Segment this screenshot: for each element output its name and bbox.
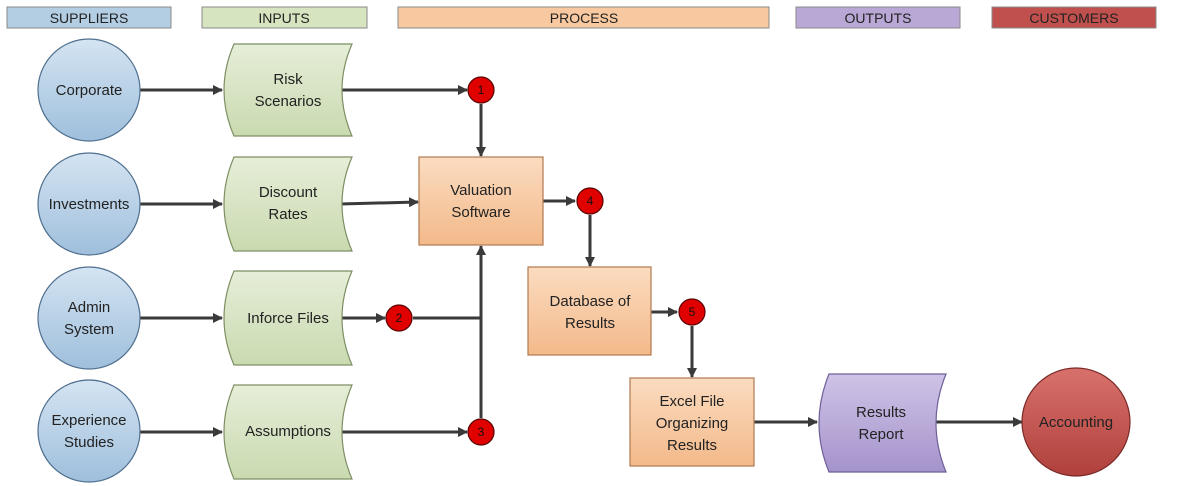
- badge-5-label: 5: [689, 305, 696, 319]
- process-excel-line2: Organizing: [656, 415, 729, 432]
- process-valuation-line1: Valuation: [450, 182, 511, 199]
- input-risk-line1: Risk: [273, 71, 303, 88]
- supplier-corporate: Corporate: [37, 38, 141, 142]
- process-valuation-line2: Software: [451, 204, 510, 221]
- header-process: PROCESS: [397, 6, 770, 29]
- connectors: [140, 85, 1023, 437]
- supplier-admin-line2: System: [64, 321, 114, 338]
- input-risk-line2: Scenarios: [255, 93, 322, 110]
- supplier-experience-line1: Experience: [51, 412, 126, 429]
- input-discount-line1: Discount: [259, 184, 318, 201]
- process-excel-file: Excel File Organizing Results: [629, 377, 755, 467]
- process-excel-line3: Results: [667, 437, 717, 454]
- badge-4-label: 4: [587, 194, 594, 208]
- supplier-corporate-label: Corporate: [56, 82, 123, 99]
- badge-2: 2: [385, 304, 413, 332]
- header-customers: CUSTOMERS: [991, 6, 1157, 29]
- customer-accounting: Accounting: [1021, 367, 1131, 477]
- process-excel-line1: Excel File: [659, 393, 724, 410]
- output-report-line1: Results: [856, 404, 906, 421]
- header-outputs-label: OUTPUTS: [845, 10, 912, 26]
- input-risk-scenarios: Risk Scenarios: [223, 43, 353, 137]
- process-database-line2: Results: [565, 315, 615, 332]
- header-inputs-label: INPUTS: [258, 10, 309, 26]
- customer-accounting-label: Accounting: [1039, 414, 1113, 431]
- process-valuation-software: Valuation Software: [418, 156, 544, 246]
- header-process-label: PROCESS: [550, 10, 618, 26]
- process-database-line1: Database of: [550, 293, 632, 310]
- header-suppliers: SUPPLIERS: [6, 6, 172, 29]
- badge-4: 4: [576, 187, 604, 215]
- arrow-discount-valuation: [339, 197, 419, 208]
- header-outputs: OUTPUTS: [795, 6, 961, 29]
- header-customers-label: CUSTOMERS: [1029, 10, 1118, 26]
- supplier-investments: Investments: [37, 152, 141, 256]
- input-discount-line2: Rates: [268, 206, 307, 223]
- output-results-report: Results Report: [818, 373, 947, 473]
- badge-1-label: 1: [478, 83, 485, 97]
- input-inforce-files: Inforce Files: [223, 270, 353, 366]
- input-assumptions: Assumptions: [223, 384, 353, 480]
- supplier-admin-line1: Admin: [68, 299, 111, 316]
- supplier-experience-studies: Experience Studies: [37, 379, 141, 483]
- input-inforce-label: Inforce Files: [247, 310, 329, 327]
- badge-1: 1: [467, 76, 495, 104]
- input-discount-rates: Discount Rates: [223, 156, 353, 252]
- badge-3: 3: [467, 418, 495, 446]
- header-inputs: INPUTS: [201, 6, 368, 29]
- supplier-admin-system: Admin System: [37, 266, 141, 370]
- supplier-investments-label: Investments: [49, 196, 130, 213]
- supplier-experience-line2: Studies: [64, 434, 114, 451]
- output-report-line2: Report: [858, 426, 904, 443]
- input-assumptions-label: Assumptions: [245, 423, 331, 440]
- badge-3-label: 3: [478, 425, 485, 439]
- header-suppliers-label: SUPPLIERS: [50, 10, 129, 26]
- badge-5: 5: [678, 298, 706, 326]
- process-database-of-results: Database of Results: [527, 266, 652, 356]
- badge-2-label: 2: [396, 311, 403, 325]
